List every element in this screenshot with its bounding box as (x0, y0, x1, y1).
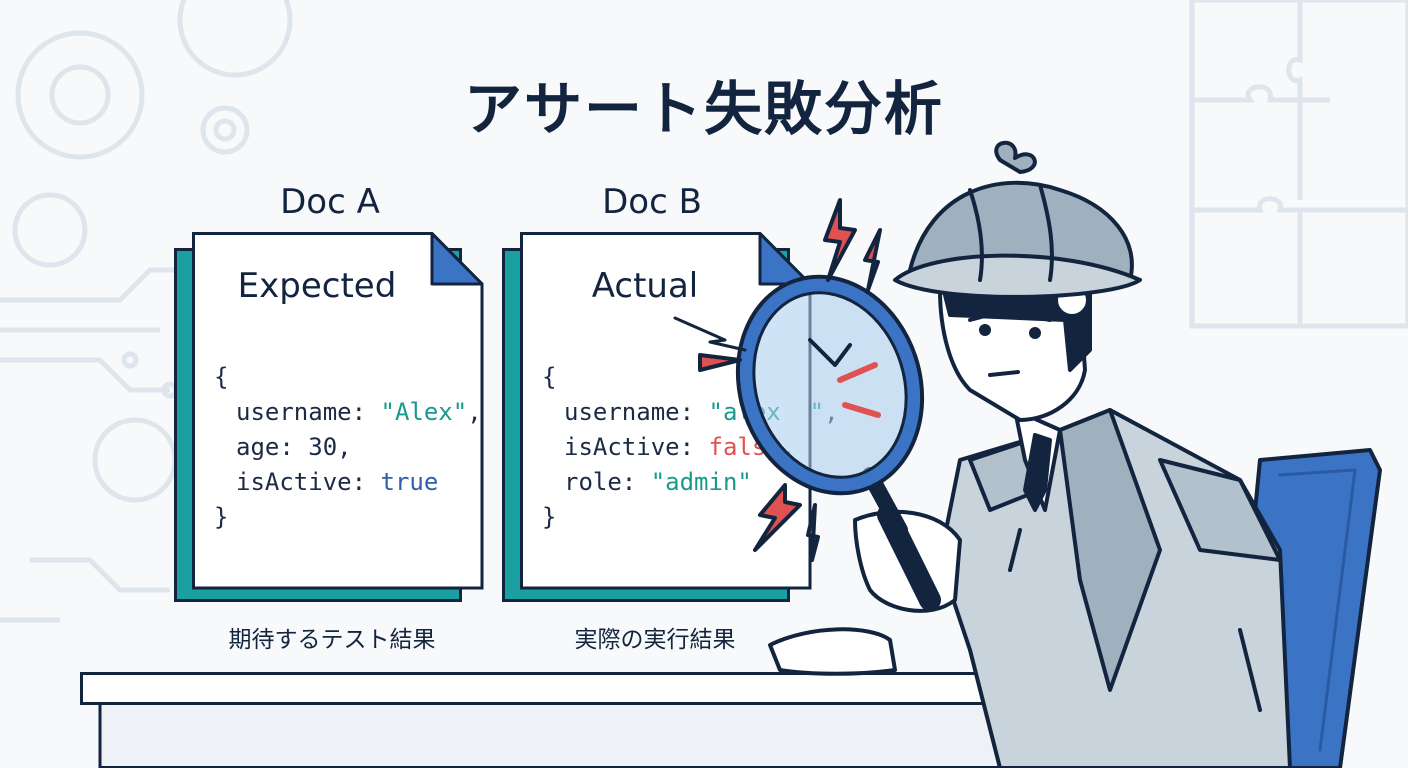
doc-a: Expected {username: "Alex",age: 30,isAct… (174, 232, 492, 602)
gear-icon (12, 0, 293, 503)
doc-a-code: {username: "Alex",age: 30,isActive: true… (214, 360, 482, 535)
doc-a-label: Doc A (280, 182, 380, 222)
code-number-value: 30, (308, 433, 352, 461)
code-bool-value: true (380, 468, 439, 496)
doc-b-heading: Actual (591, 266, 699, 306)
alert-spark-icons (673, 198, 882, 562)
page-title: アサート失敗分析 (463, 75, 944, 143)
code-line-username: username: "Alex", (214, 395, 482, 430)
doc-b-caption: 実際の実行結果 (574, 627, 736, 653)
code-brace-open: { (214, 363, 229, 391)
doc-b-label: Doc B (602, 182, 702, 222)
doc-a-heading: Expected (237, 266, 397, 306)
doc-a-sheet: Expected {username: "Alex",age: 30,isAct… (192, 232, 484, 590)
code-comma: , (467, 398, 482, 426)
shirt-and-tie (1013, 408, 1062, 512)
code-key: isActive: (236, 468, 381, 496)
code-key: age: (236, 433, 309, 461)
doc-a-caption: 期待するテスト結果 (228, 627, 436, 653)
detective-illustration (673, 140, 1382, 768)
code-key: username: (564, 398, 709, 426)
coat (938, 408, 1292, 768)
magnifying-glass-icon (735, 274, 941, 611)
code-line-isactive: isActive: false, (542, 430, 839, 465)
code-key: isActive: (564, 433, 709, 461)
code-key: role: (564, 468, 651, 496)
code-string-value: "admin" (650, 468, 752, 496)
code-brace-open: { (542, 363, 557, 391)
code-key: username: (236, 398, 381, 426)
code-brace-close: } (214, 503, 229, 531)
code-string-value: "Alex" (380, 398, 468, 426)
desk (80, 672, 1023, 768)
puzzle-decoration (1189, 0, 1408, 329)
code-brace-close: } (542, 503, 557, 531)
deerstalker-hat (893, 140, 1142, 299)
code-line-age: age: 30, (214, 430, 482, 465)
doc-b: Actual {username: "alex ",isActive: fals… (502, 232, 839, 602)
code-line-isactive: isActive: true (214, 465, 482, 500)
doc-b-code: {username: "alex ",isActive: false,role:… (542, 360, 839, 535)
code-line-role: role: "admin" (542, 465, 839, 500)
doc-b-sheet: Actual {username: "alex ",isActive: fals… (520, 232, 839, 590)
